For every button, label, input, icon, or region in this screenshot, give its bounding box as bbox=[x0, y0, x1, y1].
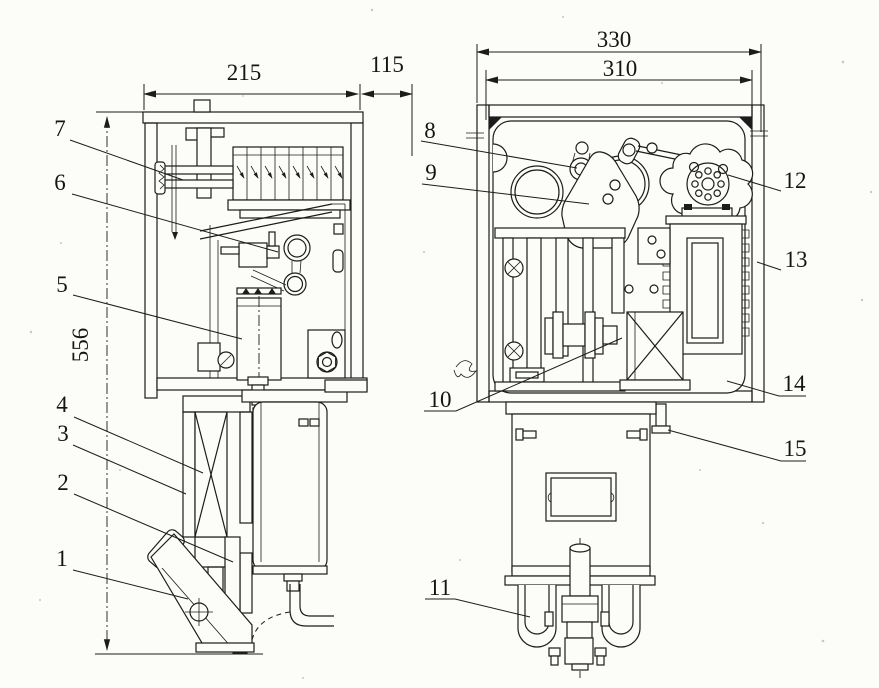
nameplate-window bbox=[545, 472, 617, 522]
svg-text:7: 7 bbox=[54, 116, 66, 141]
svg-text:4: 4 bbox=[56, 392, 68, 417]
callout-5-leader bbox=[72, 294, 243, 340]
callouts: 1 2 3 4 5 6 7 8 bbox=[54, 116, 808, 618]
callout-15-leader bbox=[667, 429, 806, 462]
mount-stud bbox=[651, 403, 671, 434]
callout-6-leader bbox=[71, 193, 279, 253]
callout-2: 2 bbox=[57, 470, 234, 563]
callout-11-leader bbox=[425, 598, 531, 618]
callout-15: 15 bbox=[667, 429, 807, 462]
dimension-outer-width: 330 bbox=[476, 27, 762, 132]
right-view-left-wall bbox=[476, 104, 490, 403]
left-view-right-wall bbox=[350, 122, 364, 382]
finned-block bbox=[227, 146, 351, 219]
svg-text:11: 11 bbox=[429, 575, 451, 600]
callout-1: 1 bbox=[56, 546, 189, 600]
svg-text:6: 6 bbox=[54, 170, 66, 195]
transformer bbox=[662, 215, 750, 355]
svg-text:12: 12 bbox=[784, 168, 807, 193]
callout-3: 3 bbox=[57, 421, 187, 495]
callout-12-leader bbox=[727, 174, 782, 192]
motor bbox=[241, 379, 368, 641]
callout-8: 8 bbox=[420, 118, 578, 169]
callout-2-leader bbox=[73, 493, 234, 563]
callout-10-leader bbox=[424, 337, 623, 412]
callout-4-leader bbox=[73, 416, 204, 474]
svg-text:10: 10 bbox=[429, 387, 452, 412]
dimension-left-height: 556 bbox=[68, 111, 263, 655]
dimension-top-offset-label: 115 bbox=[370, 52, 404, 77]
callout-8-leader bbox=[420, 140, 578, 169]
callout-14: 14 bbox=[726, 371, 807, 397]
callout-6: 6 bbox=[54, 170, 279, 253]
shaft-assembly bbox=[154, 99, 234, 240]
chute bbox=[147, 529, 255, 654]
feet-roller-assembly bbox=[517, 538, 641, 678]
callout-3-leader bbox=[72, 444, 187, 495]
callout-7-leader bbox=[69, 139, 184, 181]
cylinder bbox=[197, 296, 346, 393]
svg-text:1: 1 bbox=[56, 546, 68, 571]
svg-text:9: 9 bbox=[425, 160, 437, 185]
dimension-left-height-label: 556 bbox=[68, 328, 93, 363]
callout-9-leader bbox=[421, 183, 590, 205]
x-box-right bbox=[619, 311, 691, 391]
right-view bbox=[453, 104, 768, 678]
dimension-top-width: 215 bbox=[143, 60, 361, 110]
callout-1-leader bbox=[72, 569, 189, 600]
callout-12: 12 bbox=[727, 168, 807, 193]
dimension-outer-width-label: 330 bbox=[597, 27, 632, 52]
callout-13-leader bbox=[756, 261, 782, 271]
callout-5: 5 bbox=[56, 272, 243, 340]
cam-plate bbox=[561, 137, 736, 249]
pencil-scribble bbox=[453, 360, 477, 378]
svg-text:3: 3 bbox=[57, 421, 69, 446]
left-view bbox=[142, 99, 368, 654]
svg-text:13: 13 bbox=[785, 247, 808, 272]
callout-10: 10 bbox=[424, 337, 623, 412]
svg-text:2: 2 bbox=[57, 470, 69, 495]
svg-text:15: 15 bbox=[784, 436, 807, 461]
bolt-circle-wheel bbox=[659, 143, 754, 226]
dimension-top-width-label: 215 bbox=[227, 60, 262, 85]
callout-13: 13 bbox=[756, 247, 808, 272]
callout-14-leader bbox=[726, 380, 806, 397]
callout-4: 4 bbox=[56, 392, 204, 474]
svg-text:5: 5 bbox=[56, 272, 68, 297]
dimension-inner-width: 310 bbox=[485, 56, 753, 120]
svg-text:14: 14 bbox=[783, 371, 807, 396]
dimension-inner-width-label: 310 bbox=[603, 56, 638, 81]
gear-mechanism bbox=[494, 227, 671, 392]
right-view-right-wall bbox=[751, 104, 765, 403]
dimensions: 215 115 556 330 310 bbox=[68, 27, 762, 655]
dimension-top-offset: 115 bbox=[361, 52, 413, 156]
sight-ring bbox=[510, 165, 564, 219]
callout-9: 9 bbox=[421, 160, 590, 205]
callout-11: 11 bbox=[425, 575, 531, 618]
callout-7: 7 bbox=[54, 116, 184, 181]
left-view-top-plate bbox=[142, 111, 364, 124]
right-view-top-band bbox=[488, 104, 753, 118]
lower-bracket bbox=[182, 395, 253, 644]
svg-text:8: 8 bbox=[424, 118, 436, 143]
